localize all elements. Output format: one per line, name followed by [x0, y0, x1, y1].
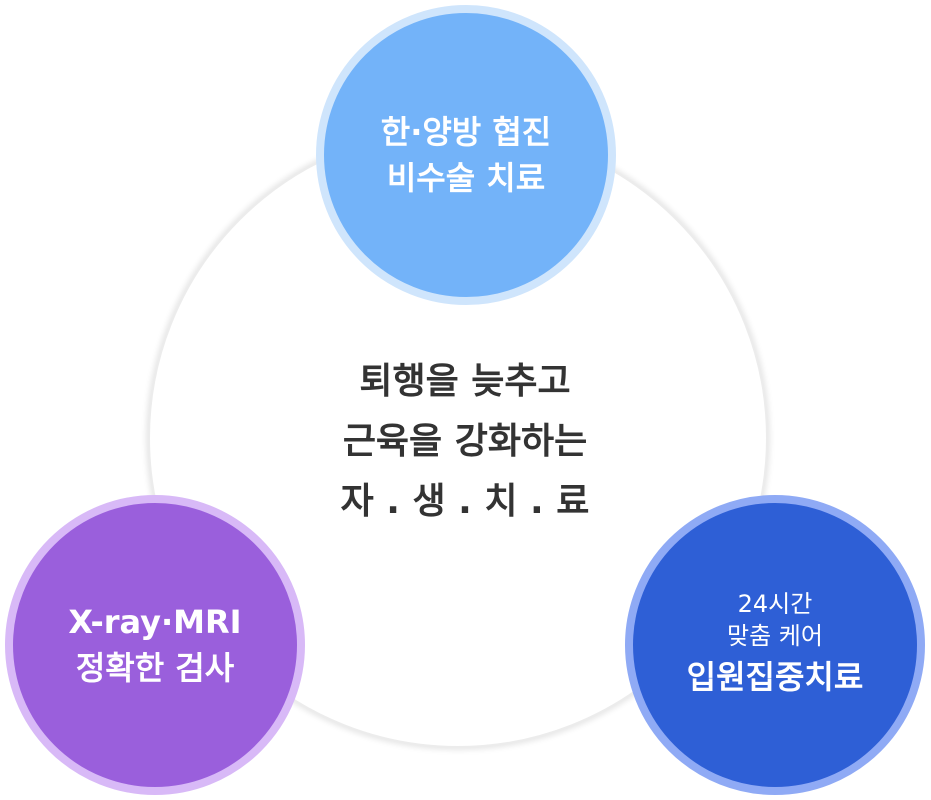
top-line-1: 한·양방 협진	[380, 113, 552, 151]
left-line-2: 정확한 검사	[75, 649, 235, 687]
center-line-1: 퇴행을 늦추고	[359, 361, 571, 402]
center-line-3: 자 . 생 . 치 . 료	[340, 481, 590, 522]
right-line-1: 24시간	[737, 590, 813, 618]
top-line-2: 비수술 치료	[386, 159, 546, 197]
center-line-2: 근육을 강화하는	[342, 421, 588, 462]
right-line-2: 맞춤 케어	[727, 622, 823, 650]
left-line-1: X-ray·MRI	[68, 603, 242, 641]
circle-integrated-treatment: 한·양방 협진 비수술 치료	[316, 5, 616, 305]
central-message: 퇴행을 늦추고 근육을 강화하는 자 . 생 . 치 . 료	[260, 352, 670, 532]
circle-inpatient-care: 24시간 맞춤 케어 입원집중치료	[625, 495, 925, 795]
circle-accurate-exam: X-ray·MRI 정확한 검사	[5, 495, 305, 795]
right-title: 입원집중치료	[686, 658, 864, 696]
